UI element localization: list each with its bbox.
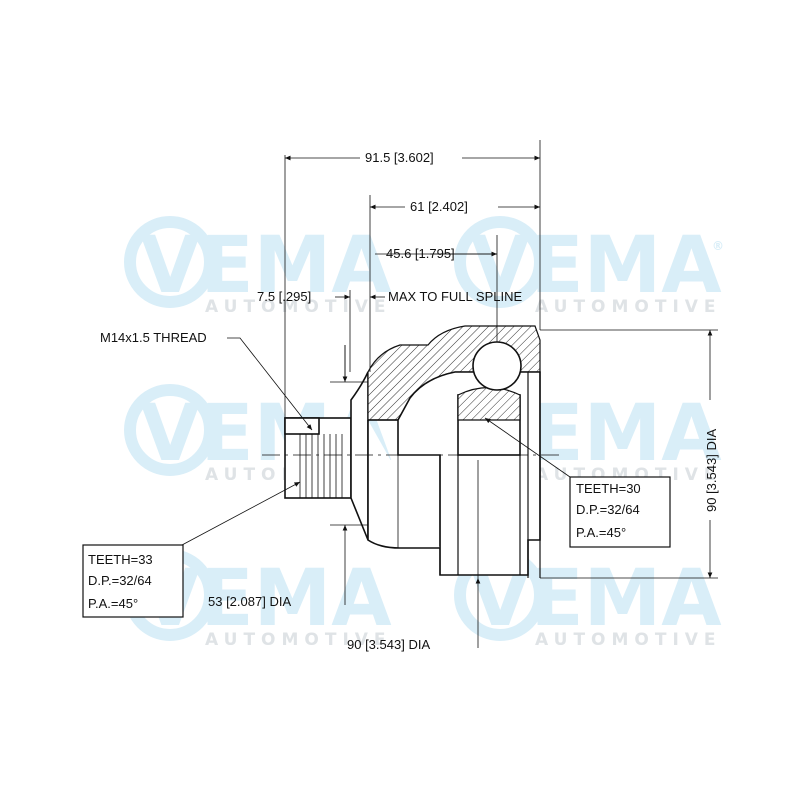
- watermark-sub: AUTOMOTIVE: [205, 630, 392, 650]
- housing-lower-lip: [367, 420, 440, 549]
- thread-end: [284, 417, 320, 435]
- dim-outer-dia-side: 90 [3.543] DIA: [704, 429, 719, 512]
- spec-box-left: TEETH=33 D.P.=32/64 P.A.=45°: [82, 544, 184, 618]
- cv-joint-part: [262, 325, 560, 578]
- dim-spline-offset: 7.5 [.295]: [257, 289, 311, 304]
- watermark-sub: AUTOMOTIVE: [535, 630, 722, 650]
- watermark-sub: AUTOMOTIVE: [205, 297, 392, 317]
- dim-thread: M14x1.5 THREAD: [100, 330, 207, 345]
- watermark-top-right: VEMA AUTOMOTIVE ®: [454, 216, 724, 317]
- dim-outer-dia-bottom: 90 [3.543] DIA: [347, 637, 430, 652]
- spline-teeth: [299, 434, 343, 498]
- neck-flare: [350, 371, 369, 541]
- dim-body-length: 61 [2.402]: [410, 199, 468, 214]
- spec-left-dp: D.P.=32/64: [88, 573, 152, 588]
- dim-spline-note: MAX TO FULL SPLINE: [388, 289, 522, 304]
- watermark-brand: VEMA: [470, 221, 722, 311]
- dim-stem-dia: 53 [2.087] DIA: [208, 594, 291, 609]
- dimension-lines: [181, 140, 718, 648]
- spec-right-teeth: TEETH=30: [576, 481, 641, 496]
- spec-right-dp: D.P.=32/64: [576, 502, 640, 517]
- ball: [472, 341, 522, 391]
- watermark-sub: AUTOMOTIVE: [535, 297, 722, 317]
- spec-left-pa: P.A.=45°: [88, 596, 138, 611]
- dim-ball-offset: 45.6 [1.795]: [386, 246, 455, 261]
- spec-right-pa: P.A.=45°: [576, 525, 626, 540]
- spec-left-teeth: TEETH=33: [88, 552, 153, 567]
- inner-race-section: [457, 386, 521, 421]
- watermark-reg: ®: [712, 239, 724, 253]
- dim-overall-length: 91.5 [3.602]: [365, 150, 434, 165]
- spec-box-right: TEETH=30 D.P.=32/64 P.A.=45°: [569, 476, 671, 548]
